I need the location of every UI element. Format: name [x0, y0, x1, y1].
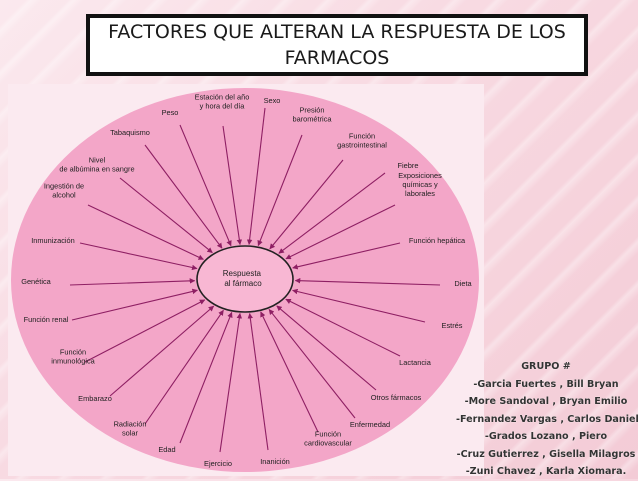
factor-label: Dieta	[454, 279, 472, 288]
factor-arrow	[222, 125, 243, 246]
factor-arrow	[278, 172, 386, 254]
factor-label: Tabaquismo	[110, 128, 150, 137]
factor-arrow	[144, 309, 224, 425]
factor-arrow	[268, 309, 356, 419]
arrows-layer	[69, 107, 441, 453]
factor-label: Embarazo	[78, 394, 112, 403]
factor-label: Sexo	[264, 96, 281, 105]
factor-label: Inanición	[260, 457, 290, 466]
factor-arrow	[179, 311, 233, 444]
group-member: -Zuni Chavez , Karla Xiomara.	[465, 466, 627, 477]
factor-arrow	[109, 305, 215, 397]
factor-label: Lactancia	[399, 358, 432, 367]
factor-arrow	[71, 288, 198, 321]
factor-arrow	[285, 204, 396, 260]
center-circle	[196, 245, 294, 313]
factor-label: Inmunización	[31, 236, 75, 245]
factor-arrow	[269, 159, 344, 250]
group-member: -Grados Lozano , Piero	[484, 431, 608, 442]
factor-arrow	[119, 177, 213, 254]
factor-arrow	[285, 298, 401, 357]
page-title: FACTORES QUE ALTERAN LA RESPUESTA DE LOS…	[108, 21, 566, 69]
factor-label: Función hepática	[409, 236, 466, 245]
factor-arrow	[292, 242, 401, 270]
factor-label: Enfermedad	[350, 420, 390, 429]
group-member: -More Sandoval , Bryan Emilio	[464, 396, 628, 407]
factor-arrow	[144, 144, 223, 249]
factor-arrow	[87, 204, 204, 260]
factor-arrow	[246, 107, 266, 246]
factor-label: Función renal	[24, 315, 69, 324]
group-member: -Fernandez Vargas , Carlos Daniel	[456, 413, 638, 425]
center-label: Respuesta al fármaco	[223, 269, 263, 288]
factor-arrow	[79, 242, 198, 271]
group-credits: GRUPO # -Garcia Fuertes , Bill Bryan -Mo…	[456, 358, 638, 481]
group-member: -Garcia Fuertes , Bill Bryan	[473, 378, 619, 390]
group-member: -Cruz Gutierrez , Gisella Milagros	[456, 448, 636, 460]
factor-label: Estrés	[442, 321, 463, 330]
factor-arrow	[219, 312, 243, 453]
factor-arrow	[179, 124, 232, 247]
factor-label: Genética	[21, 277, 51, 286]
factor-arrow	[276, 305, 377, 391]
factor-arrow	[260, 311, 319, 433]
factor-arrow	[247, 312, 269, 451]
factor-label: Peso	[162, 108, 179, 117]
factor-label: Ejercicio	[204, 459, 232, 468]
factor-arrow	[257, 134, 303, 247]
factor-label: Otros fármacos	[371, 393, 422, 402]
title-box: FACTORES QUE ALTERAN LA RESPUESTA DE LOS…	[86, 14, 588, 76]
factor-arrow	[69, 278, 196, 286]
factor-arrow	[294, 277, 441, 286]
group-heading: GRUPO #	[521, 361, 571, 372]
factor-arrow	[84, 299, 206, 363]
factor-label: Edad	[158, 445, 175, 454]
factor-label: Fiebre	[398, 161, 419, 170]
factor-arrow	[292, 288, 426, 323]
